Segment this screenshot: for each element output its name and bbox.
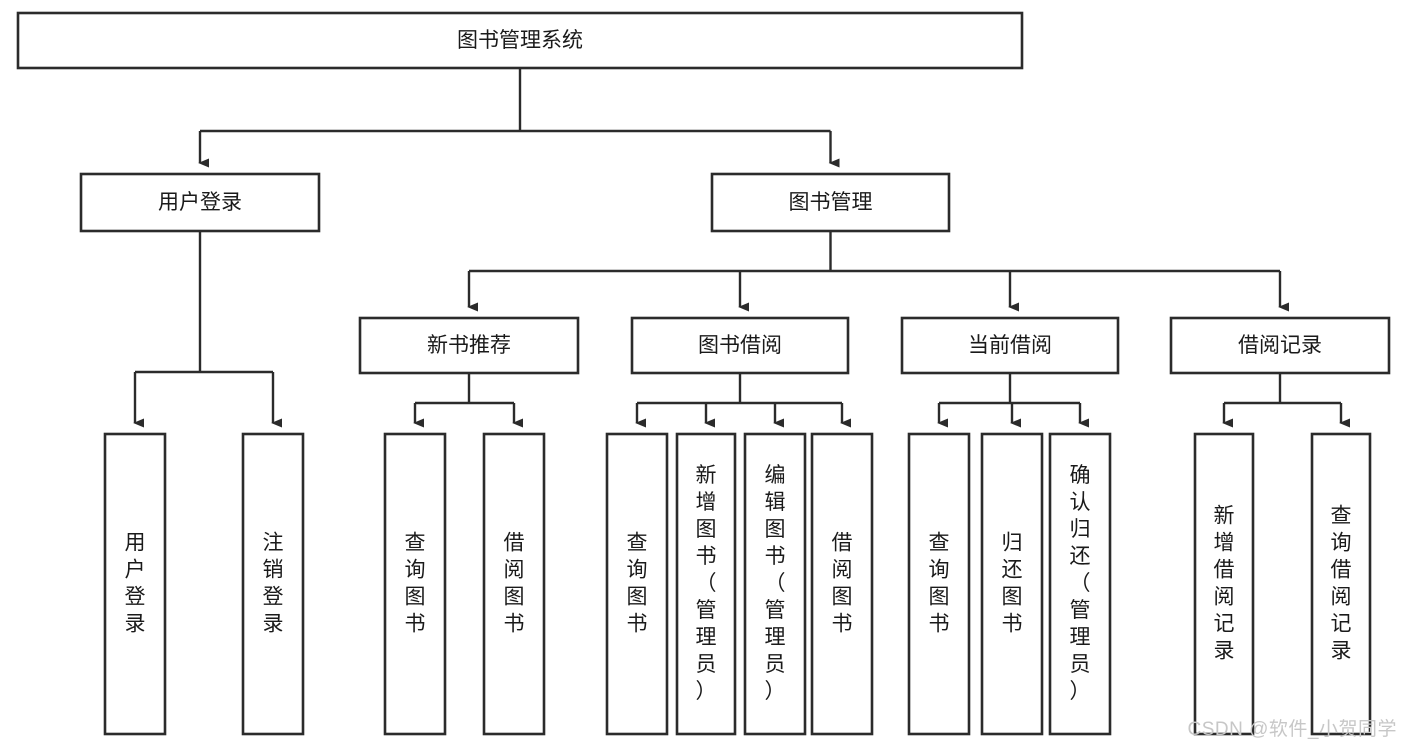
node-label: 用户登录 xyxy=(158,191,242,214)
node-label: 查询图书 xyxy=(405,531,426,635)
node-box xyxy=(16,11,1024,70)
node-leaf-edit-book[interactable]: 编辑图书（管理员） xyxy=(743,432,807,736)
node-box xyxy=(900,316,1120,375)
node-leaf-user-login[interactable]: 用户登录 xyxy=(103,432,167,736)
node-box xyxy=(103,432,167,736)
node-label: 编辑图书（管理员） xyxy=(765,464,786,703)
node-user-login[interactable]: 用户登录 xyxy=(79,172,321,233)
node-new-book-recommend[interactable]: 新书推荐 xyxy=(358,316,580,375)
node-box xyxy=(605,432,669,736)
node-label: 新书推荐 xyxy=(427,334,511,357)
node-leaf-borrow-book-1[interactable]: 借阅图书 xyxy=(482,432,546,736)
node-box xyxy=(1169,316,1391,375)
node-box xyxy=(1193,432,1255,736)
node-label: 新增借阅记录 xyxy=(1214,504,1235,662)
csdn-watermark: CSDN @软件_小贺同学 xyxy=(1187,719,1397,740)
node-box xyxy=(743,432,807,736)
node-label: 图书管理 xyxy=(789,191,873,214)
node-label: 借阅记录 xyxy=(1238,334,1322,357)
node-label: 确认归还（管理员） xyxy=(1070,464,1091,703)
node-borrow-record[interactable]: 借阅记录 xyxy=(1169,316,1391,375)
node-label: 归还图书 xyxy=(1002,531,1023,635)
node-leaf-borrow-book-2[interactable]: 借阅图书 xyxy=(810,432,874,736)
node-leaf-query-record[interactable]: 查询借阅记录 xyxy=(1310,432,1372,736)
node-leaf-query-book-2[interactable]: 查询图书 xyxy=(605,432,669,736)
node-label: 查询图书 xyxy=(627,531,648,635)
node-box xyxy=(383,432,447,736)
node-book-borrow[interactable]: 图书借阅 xyxy=(630,316,850,375)
node-label: 借阅图书 xyxy=(832,531,853,635)
node-leaf-query-book-1[interactable]: 查询图书 xyxy=(383,432,447,736)
node-box xyxy=(907,432,971,736)
node-label: 用户登录 xyxy=(125,531,146,635)
node-label: 查询图书 xyxy=(929,531,950,635)
node-current-borrow[interactable]: 当前借阅 xyxy=(900,316,1120,375)
node-book-manage[interactable]: 图书管理 xyxy=(710,172,951,233)
node-box xyxy=(1310,432,1372,736)
node-label: 图书管理系统 xyxy=(457,29,583,52)
node-box xyxy=(675,432,737,736)
node-layer: 图书管理系统用户登录图书管理新书推荐图书借阅当前借阅借阅记录用户登录注销登录查询… xyxy=(16,11,1391,736)
node-label: 图书借阅 xyxy=(698,334,782,357)
node-leaf-add-record[interactable]: 新增借阅记录 xyxy=(1193,432,1255,736)
node-box xyxy=(810,432,874,736)
node-leaf-query-book-3[interactable]: 查询图书 xyxy=(907,432,971,736)
node-box xyxy=(79,172,321,233)
node-leaf-add-book[interactable]: 新增图书（管理员） xyxy=(675,432,737,736)
connector-layer xyxy=(133,68,1351,428)
node-label: 当前借阅 xyxy=(968,334,1052,357)
node-box xyxy=(630,316,850,375)
node-leaf-return-book[interactable]: 归还图书 xyxy=(980,432,1044,736)
node-box xyxy=(358,316,580,375)
node-box xyxy=(980,432,1044,736)
node-label: 借阅图书 xyxy=(504,531,525,635)
node-label: 新增图书（管理员） xyxy=(696,464,717,703)
node-leaf-confirm-return[interactable]: 确认归还（管理员） xyxy=(1048,432,1112,736)
node-root[interactable]: 图书管理系统 xyxy=(16,11,1024,70)
node-box xyxy=(241,432,305,736)
node-box xyxy=(482,432,546,736)
node-leaf-logout[interactable]: 注销登录 xyxy=(241,432,305,736)
node-box xyxy=(1048,432,1112,736)
node-label: 查询借阅记录 xyxy=(1331,504,1352,662)
node-label: 注销登录 xyxy=(263,531,284,635)
node-box xyxy=(710,172,951,233)
